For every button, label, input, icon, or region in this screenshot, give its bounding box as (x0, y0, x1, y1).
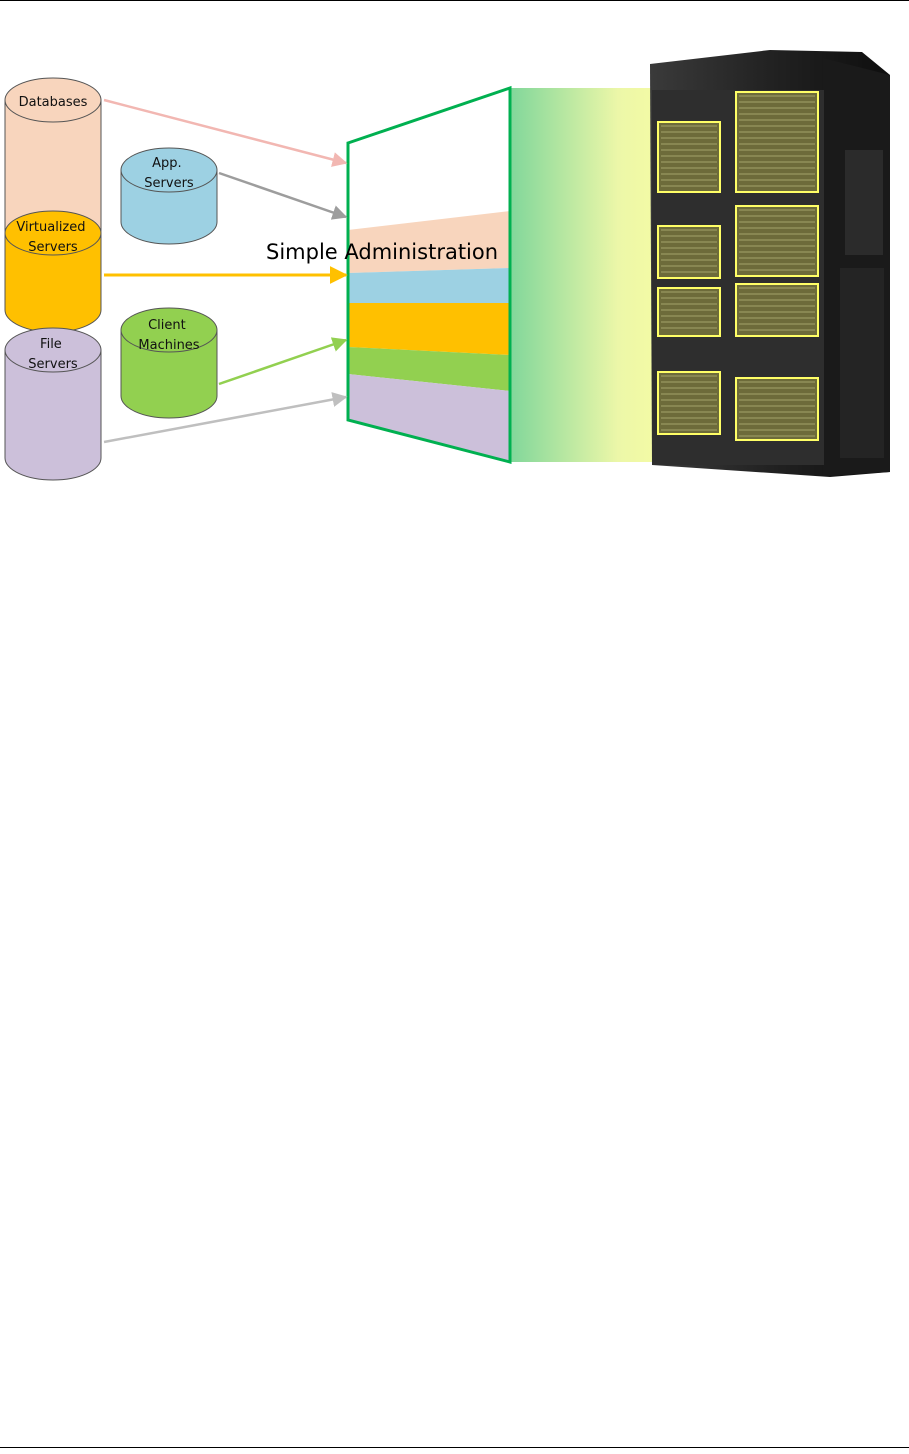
arrow-file-servers-to-panel (103, 392, 348, 444)
file-servers-label-line2: Servers (28, 357, 78, 372)
svg-text:Databases: Databases (19, 95, 88, 110)
top-rule (0, 0, 909, 1)
server-rack-image (650, 50, 890, 477)
svg-text:App. Servers: App. Servers (144, 156, 194, 191)
layer-file-servers (348, 374, 510, 462)
drive-enclosure-8 (735, 377, 819, 441)
storage-panel (346, 85, 512, 464)
drive-enclosure-7 (657, 371, 721, 435)
simple-administration-title: Simple Administration (266, 240, 498, 264)
virtualized-servers-label-line2: Servers (28, 240, 78, 255)
file-servers-cylinder: File Servers (4, 327, 102, 481)
client-machines-cylinder: Client Machines (120, 307, 218, 419)
arrow-databases-to-panel (103, 98, 348, 167)
app-servers-label-line2: Servers (144, 176, 194, 191)
virtualized-servers-label-line1: Virtualized (16, 220, 85, 235)
drive-enclosure-3 (657, 225, 721, 279)
layer-databases (348, 211, 510, 273)
panel-border (346, 85, 512, 464)
app-servers-label-line1: App. (152, 156, 182, 171)
svg-text:File Servers: File Servers (28, 337, 78, 372)
svg-text:Client Machines: Client Machines (138, 318, 199, 353)
drive-enclosure-6 (735, 283, 819, 337)
client-machines-label-line1: Client (148, 318, 186, 333)
drive-enclosure-5 (657, 287, 721, 337)
drive-enclosure-2 (735, 91, 819, 193)
layer-client-machines (348, 347, 510, 391)
file-servers-label-line1: File (40, 337, 62, 352)
svg-text:Virtualized Servers: Virtualized Servers (16, 220, 89, 255)
bottom-rule (0, 1447, 909, 1448)
client-machines-label-line2: Machines (138, 338, 199, 353)
app-servers-cylinder: App. Servers (120, 147, 218, 245)
arrow-app-servers-to-panel (218, 171, 348, 220)
arrow-client-machines-to-panel (218, 337, 348, 386)
databases-label: Databases (19, 95, 88, 110)
storage-consolidation-diagram: Databases Virtualized Servers File Serve… (4, 50, 890, 481)
virtualized-servers-cylinder: Virtualized Servers (4, 210, 102, 333)
layer-app-servers (348, 268, 510, 303)
layer-virtualized-servers (348, 303, 510, 355)
